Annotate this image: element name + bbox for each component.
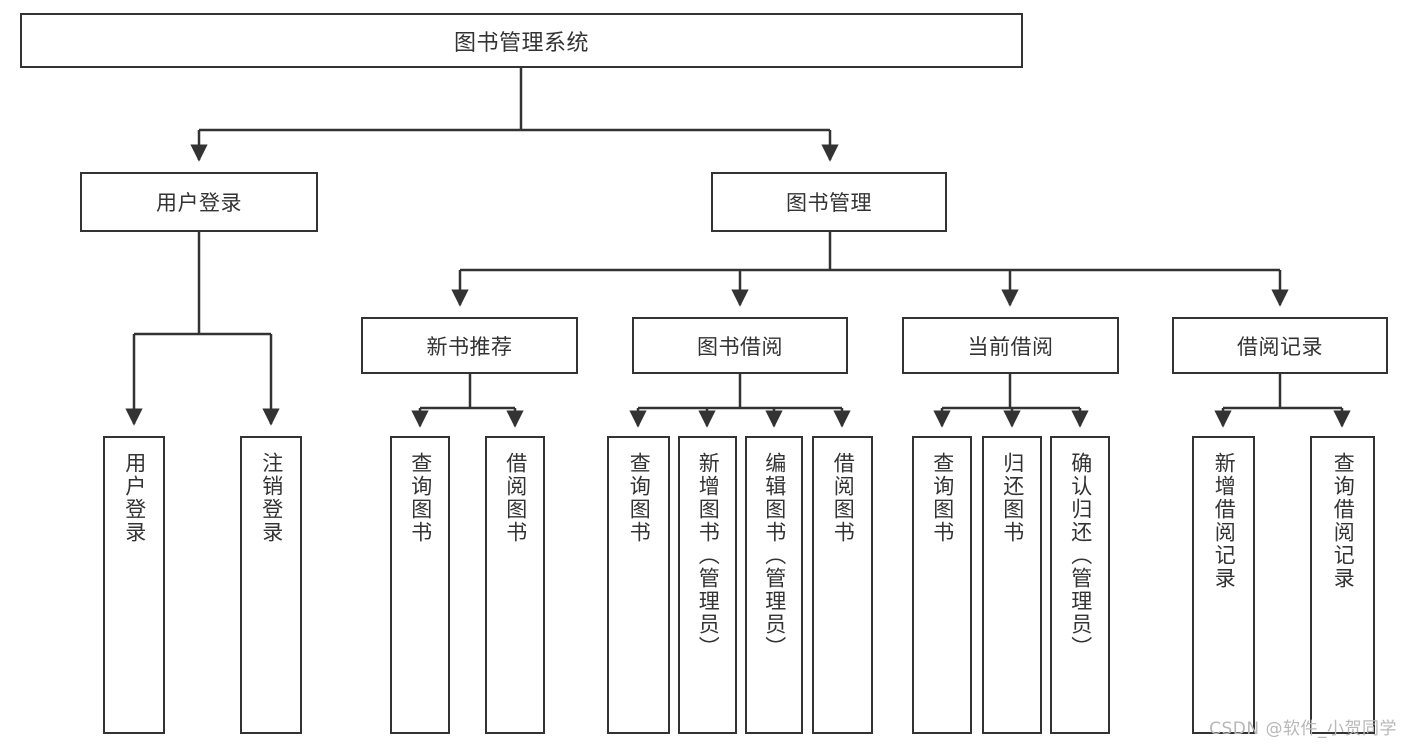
- node-label: 用户登录: [122, 452, 147, 544]
- node-label: 借阅图书: [503, 452, 528, 544]
- node-label: 查询借阅记录: [1331, 452, 1356, 590]
- node-borrow-record[interactable]: 借阅记录: [1172, 317, 1388, 374]
- node-label: 图书借阅: [697, 334, 783, 359]
- node-user-login[interactable]: 用户登录: [80, 172, 318, 232]
- node-label: 编辑图书（管理员）: [762, 452, 787, 659]
- node-new-book-recommend[interactable]: 新书推荐: [361, 317, 578, 374]
- node-label: 查询图书: [930, 452, 955, 544]
- node-book-borrow[interactable]: 图书借阅: [632, 317, 848, 374]
- node-leaf-borrow-book-recommend[interactable]: 借阅图书: [485, 436, 545, 734]
- node-label: 归还图书: [1000, 452, 1025, 544]
- node-current-borrow[interactable]: 当前借阅: [902, 317, 1119, 374]
- node-label: 用户登录: [156, 191, 242, 215]
- node-label: 新增借阅记录: [1212, 452, 1237, 590]
- node-root-system[interactable]: 图书管理系统: [20, 13, 1023, 68]
- node-label: 确认归还（管理员）: [1068, 452, 1093, 659]
- node-leaf-query-book-recommend[interactable]: 查询图书: [390, 436, 450, 734]
- node-label: 借阅图书: [831, 452, 856, 544]
- node-leaf-return-book[interactable]: 归还图书: [982, 436, 1042, 734]
- node-leaf-query-book-borrow[interactable]: 查询图书: [607, 436, 670, 734]
- node-leaf-query-borrow-record[interactable]: 查询借阅记录: [1310, 436, 1375, 734]
- node-label: 查询图书: [627, 452, 652, 544]
- node-label: 图书管理: [786, 191, 872, 215]
- node-book-manage[interactable]: 图书管理: [711, 172, 947, 232]
- node-leaf-query-book-current[interactable]: 查询图书: [912, 436, 972, 734]
- node-leaf-add-borrow-record[interactable]: 新增借阅记录: [1192, 436, 1255, 734]
- node-leaf-borrow-book[interactable]: 借阅图书: [812, 436, 873, 734]
- node-label: 新书推荐: [426, 334, 513, 359]
- node-label: 图书管理系统: [453, 30, 589, 56]
- node-label: 注销登录: [259, 452, 284, 544]
- node-label: 新增图书（管理员）: [696, 452, 721, 659]
- node-leaf-logout[interactable]: 注销登录: [240, 436, 302, 734]
- node-label: 查询图书: [408, 452, 433, 544]
- node-leaf-user-login[interactable]: 用户登录: [103, 436, 165, 734]
- node-label: 当前借阅: [967, 334, 1054, 359]
- node-leaf-add-book-admin[interactable]: 新增图书（管理员）: [678, 436, 737, 734]
- node-label: 借阅记录: [1237, 334, 1323, 359]
- node-leaf-edit-book-admin[interactable]: 编辑图书（管理员）: [745, 436, 803, 734]
- node-leaf-confirm-return-admin[interactable]: 确认归还（管理员）: [1050, 436, 1110, 734]
